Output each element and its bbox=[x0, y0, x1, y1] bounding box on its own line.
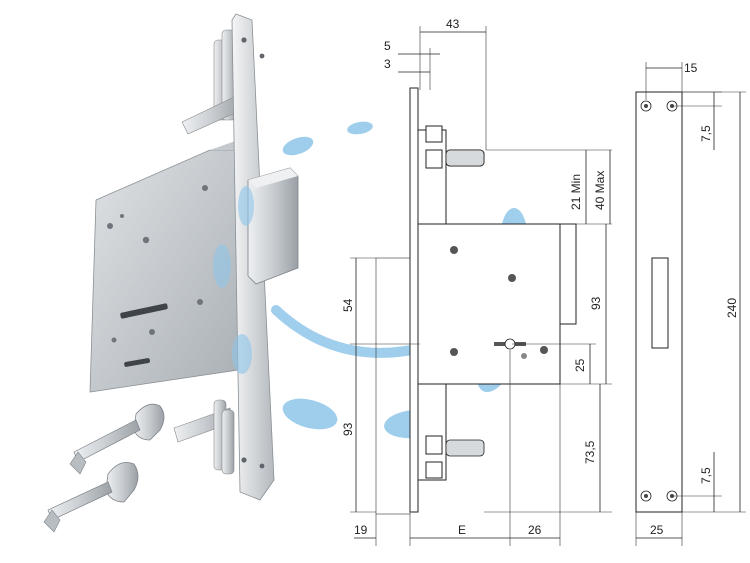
dim-bottom-backset: E bbox=[458, 523, 466, 537]
face-plate-screws bbox=[241, 37, 265, 469]
dim-top-width: 43 bbox=[446, 17, 460, 31]
strike-slot bbox=[651, 257, 669, 349]
dim-lower-height: 93 bbox=[341, 422, 355, 436]
dimension-lines-front bbox=[350, 26, 612, 546]
dim-top-offset-a: 5 bbox=[384, 39, 391, 53]
dim-plate-bottom-width: 25 bbox=[650, 523, 664, 537]
key-lower bbox=[43, 461, 139, 533]
key-upper bbox=[69, 403, 165, 475]
lock-front-view bbox=[375, 87, 577, 515]
dim-bottom-left: 19 bbox=[354, 523, 368, 537]
dim-plate-bottom-offset: 7,5 bbox=[699, 467, 713, 484]
dim-plate-length: 240 bbox=[725, 298, 739, 318]
dim-upper-height: 54 bbox=[341, 298, 355, 312]
dim-plate-top-offset: 7,5 bbox=[699, 125, 713, 142]
dimension-lines-strike bbox=[635, 62, 746, 546]
dim-plate-top-width: 15 bbox=[684, 61, 698, 75]
dim-top-offset-b: 3 bbox=[384, 57, 391, 71]
dim-bolt-min: 21 Min bbox=[569, 174, 583, 210]
strike-plate-view bbox=[635, 91, 683, 513]
dim-bolt-max: 40 Max bbox=[593, 171, 607, 210]
case-holes bbox=[107, 185, 208, 367]
dim-bottom-right: 26 bbox=[528, 523, 542, 537]
dim-case-height: 93 bbox=[589, 296, 603, 310]
lower-bolt-rods bbox=[173, 399, 235, 475]
lock-illustration bbox=[43, 13, 299, 533]
dim-key-center: 25 bbox=[573, 358, 587, 372]
dim-lower-bolt: 73,5 bbox=[583, 440, 597, 464]
